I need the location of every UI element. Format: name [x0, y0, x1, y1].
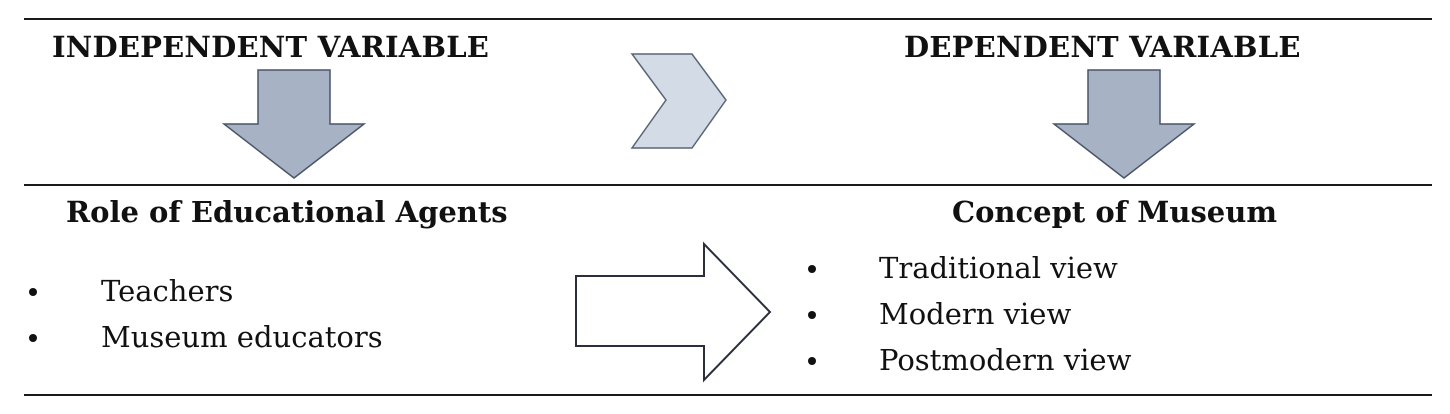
- down-arrow-icon-left: [221, 69, 367, 179]
- bottom-rule: [24, 394, 1432, 396]
- dependent-variable-header: DEPENDENT VARIABLE: [904, 30, 1301, 64]
- list-item-label: Traditional view: [879, 251, 1118, 285]
- independent-variable-header: INDEPENDENT VARIABLE: [52, 30, 490, 64]
- top-rule: [24, 18, 1432, 20]
- down-arrow-icon-right: [1051, 69, 1197, 179]
- bullet-icon: [29, 334, 37, 342]
- middle-rule: [24, 184, 1432, 186]
- independent-variable-title: Role of Educational Agents: [66, 195, 508, 229]
- list-item-label: Modern view: [879, 297, 1072, 331]
- bullet-icon: [29, 288, 37, 296]
- bullet-icon: [808, 311, 816, 319]
- list-item-label: Teachers: [101, 274, 234, 308]
- list-item-label: Museum educators: [101, 320, 383, 354]
- dependent-variable-title: Concept of Museum: [952, 195, 1278, 229]
- bullet-icon: [808, 265, 816, 273]
- list-item-label: Postmodern view: [879, 343, 1132, 377]
- right-arrow-icon: [575, 241, 772, 383]
- chevron-right-icon: [630, 53, 727, 149]
- bullet-icon: [808, 357, 816, 365]
